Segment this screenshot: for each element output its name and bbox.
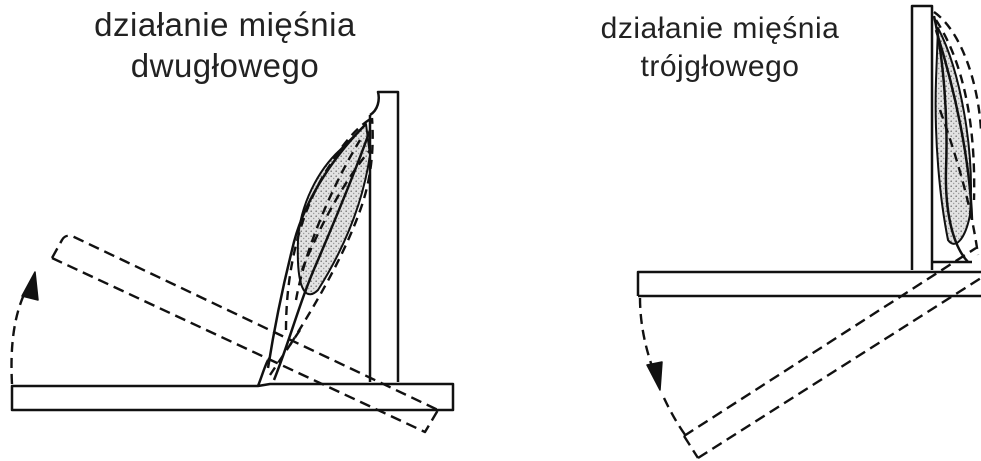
biceps-forearm xyxy=(10,382,455,412)
triceps-motion-arrow xyxy=(638,297,687,437)
triceps-action-title: działanie mięśnia trójgłowego xyxy=(560,10,880,85)
triceps-title-line1: działanie mięśnia xyxy=(600,12,840,45)
biceps-upper-arm xyxy=(368,90,400,382)
triceps-upper-arm xyxy=(910,4,934,270)
biceps-title-line2: dwugłowego xyxy=(130,47,320,85)
biceps-motion-arrow xyxy=(10,271,39,385)
biceps-muscle-outline xyxy=(256,123,372,387)
triceps-lowered-forearm xyxy=(682,246,981,460)
biceps-title-line1: działanie mięśnia xyxy=(94,6,356,43)
biceps-raised-forearm xyxy=(50,234,440,434)
triceps-forearm xyxy=(636,270,981,298)
biceps-diagram xyxy=(10,90,455,434)
biceps-dashed-muscle-outline xyxy=(269,116,374,376)
triceps-dashed-muscle-outline xyxy=(933,11,981,256)
triceps-title-line2: trójgłowego xyxy=(640,49,800,83)
triceps-diagram xyxy=(636,4,981,460)
triceps-muscle-outline xyxy=(932,15,974,264)
biceps-muscle xyxy=(296,123,371,296)
biceps-action-title: działanie mięśnia dwugłowego xyxy=(60,4,390,87)
